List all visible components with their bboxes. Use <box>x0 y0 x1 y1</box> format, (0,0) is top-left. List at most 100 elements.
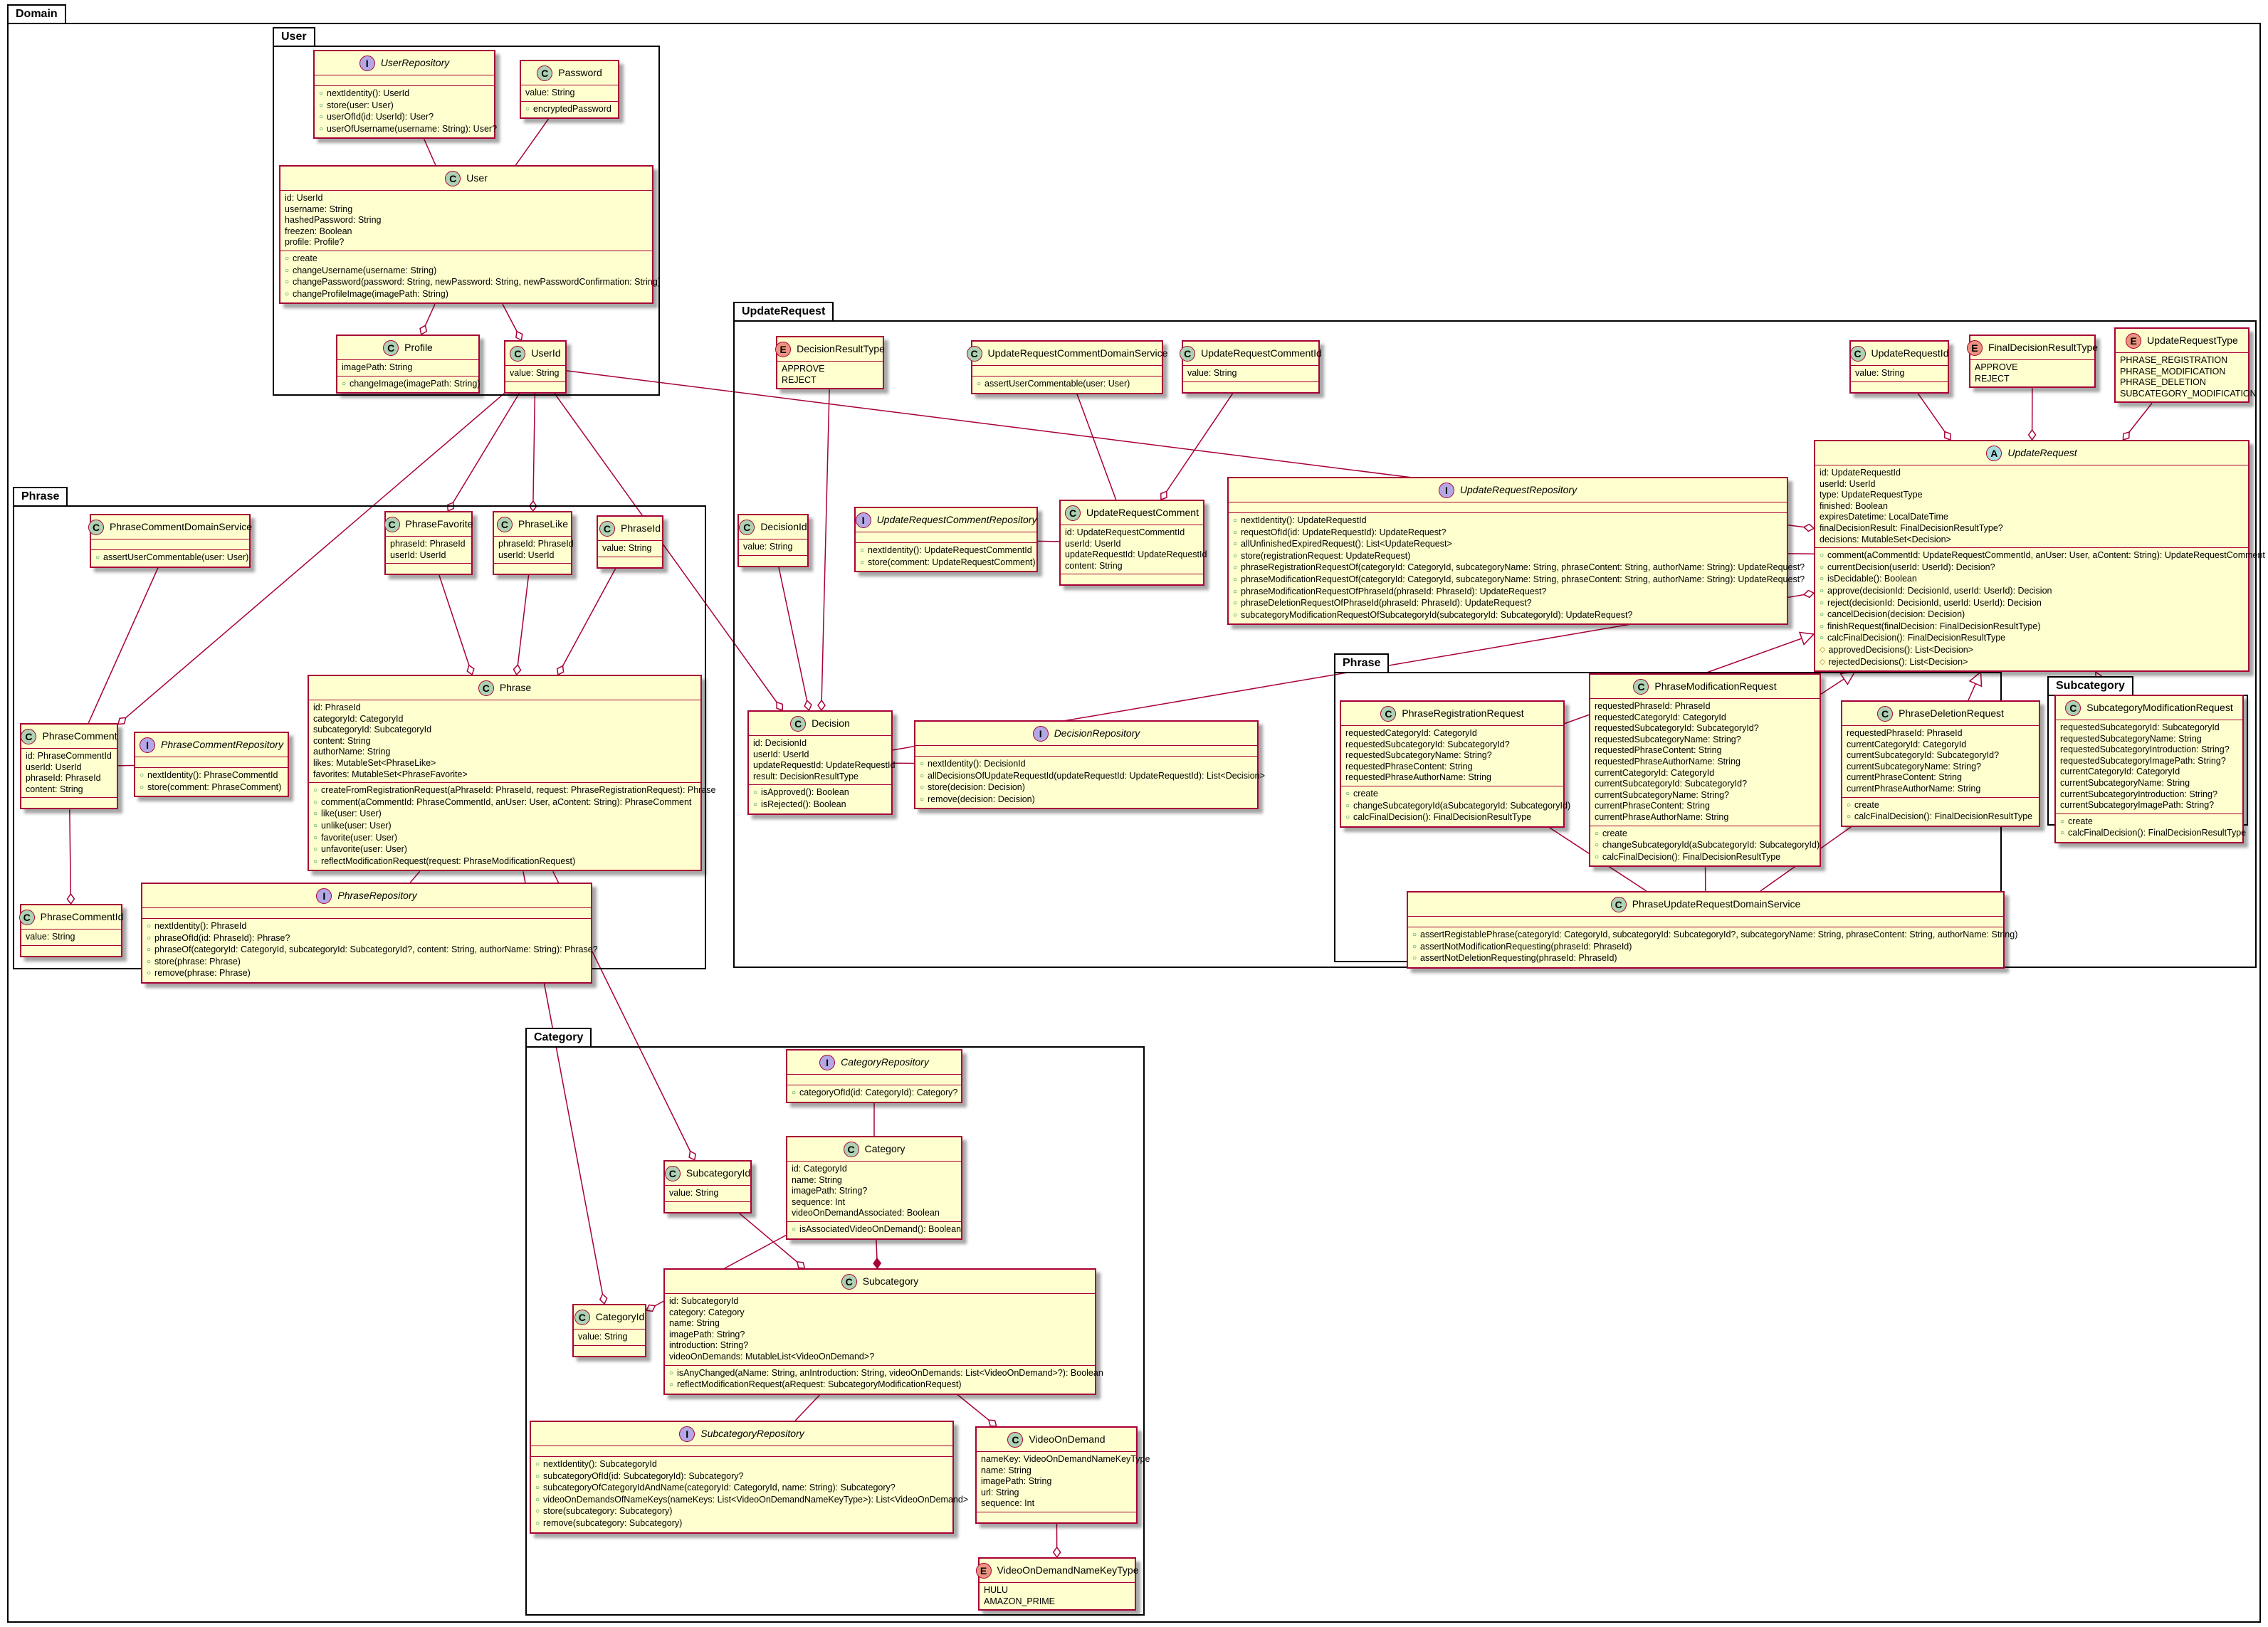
relation-line-password-to-user <box>515 118 550 166</box>
class-name: Category <box>864 1143 905 1155</box>
attributes-section <box>531 1446 952 1456</box>
class-name: PhraseId <box>620 522 661 535</box>
method: calcFinalDecision(): FinalDecisionResult… <box>1847 811 2035 823</box>
class-name: PhraseComment <box>42 730 117 742</box>
attribute: currentPhraseContent: String <box>1847 772 1962 783</box>
class-stereotype-icon: C <box>383 340 399 356</box>
method: changeSubcategoryId(aSubcategoryId: Subc… <box>1345 801 1570 813</box>
method: store(comment: UpdateRequestComment) <box>860 557 1036 569</box>
attribute: value: String <box>743 542 793 552</box>
relation-aggregation-decision-id-to-decision <box>778 567 812 712</box>
method: store(user: User) <box>319 100 490 112</box>
method: calcFinalDecision(): FinalDecisionResult… <box>1595 852 1815 864</box>
attribute: currentPhraseAuthorName: String <box>1595 811 1729 822</box>
method: changeUsername(username: String) <box>285 265 648 278</box>
method: favorite(user: User) <box>313 833 696 845</box>
interface-stereotype-icon: I <box>819 1055 836 1070</box>
attributes-section: value: String <box>1183 365 1318 381</box>
attribute: requestedPhraseContent: String <box>1345 761 1473 772</box>
method: nextIdentity(): DecisionId <box>920 759 1253 771</box>
class-stereotype-icon: C <box>19 910 35 925</box>
method: create <box>1595 828 1815 841</box>
method: calcFinalDecision(): FinalDecisionResult… <box>1820 633 2244 645</box>
enum-value: SUBCATEGORY_MODIFICATION <box>2120 388 2257 399</box>
methods-section <box>739 554 807 566</box>
attribute: content: String <box>1065 560 1123 571</box>
attribute: value: String <box>525 88 575 98</box>
attribute: name: String <box>669 1318 720 1329</box>
attribute: id: SubcategoryId <box>669 1296 739 1306</box>
method: changePassword(password: String, newPass… <box>285 277 661 289</box>
method: subcategoryOfCategoryIdAndName(categoryI… <box>535 1483 948 1495</box>
attribute: currentCategoryId: CategoryId <box>2060 767 2180 777</box>
relation-aggregation-user-to-user-id <box>502 303 523 342</box>
attribute: imagePath: String <box>342 362 413 372</box>
method: comment(aCommentId: UpdateRequestComment… <box>1820 550 2265 562</box>
method: isRejected(): Boolean <box>753 799 887 811</box>
methods-section: assertRegistablePhrase(categoryId: Categ… <box>1408 927 2017 967</box>
method: remove(phrase: Phrase) <box>147 968 587 980</box>
relation-aggregation-user-id-to-phrase-favorite <box>446 393 520 512</box>
attribute: sequence: Int <box>792 1196 846 1207</box>
class-name: Subcategory <box>862 1275 919 1288</box>
class-stereotype-icon: C <box>574 1310 590 1325</box>
method: phraseModificationRequestOfPhraseId(phra… <box>1233 586 1783 599</box>
method: createFromRegistrationRequest(aPhraseId:… <box>313 785 715 797</box>
attribute: value: String <box>26 932 75 942</box>
attribute: requestedPhraseAuthorName: String <box>1595 756 1741 767</box>
methods-section: categoryOfId(id: CategoryId): Category? <box>787 1085 961 1102</box>
attribute: username: String <box>285 204 353 214</box>
attributes-section <box>856 532 1036 542</box>
enum-value: AMAZON_PRIME <box>984 1596 1056 1606</box>
interface-stereotype-icon: I <box>679 1426 695 1442</box>
class-name: PhraseFavorite <box>405 518 473 530</box>
method: approve(decisionId: DecisionId, userId: … <box>1820 586 2244 598</box>
attribute: requestedPhraseId: PhraseId <box>1595 701 1711 711</box>
attribute: currentPhraseContent: String <box>1595 801 1710 811</box>
methods-section: encryptedPassword <box>521 100 618 118</box>
method: subcategoryModificationRequestOfSubcateg… <box>1233 610 1783 622</box>
class-subcategory-repository: ISubcategoryRepositorynextIdentity(): Su… <box>530 1421 968 1534</box>
relation-line-ur-comment-repository-to-ur-comment <box>1037 540 1060 542</box>
interface-stereotype-icon: I <box>1032 726 1049 742</box>
attribute: requestedCategoryId: CategoryId <box>1595 712 1726 722</box>
class-stereotype-icon: C <box>1065 505 1081 521</box>
attribute: content: String <box>26 784 83 794</box>
enum-value: PHRASE_REGISTRATION <box>2120 355 2228 365</box>
attribute: finalDecisionResult: FinalDecisionResult… <box>1820 522 2003 533</box>
method: changeSubcategoryId(aSubcategoryId: Subc… <box>1595 840 1820 852</box>
method: categoryOfId(id: CategoryId): Category? <box>792 1088 957 1100</box>
attribute: nameKey: VideoOnDemandNameKeyType <box>981 1454 1150 1464</box>
attribute: currentSubcategoryIntroduction: String? <box>2060 789 2217 799</box>
attributes-section: imagePath: String <box>337 359 478 376</box>
protected-method: approvedDecisions(): List<Decision> <box>1820 645 2244 657</box>
class-stereotype-icon: C <box>510 346 526 362</box>
